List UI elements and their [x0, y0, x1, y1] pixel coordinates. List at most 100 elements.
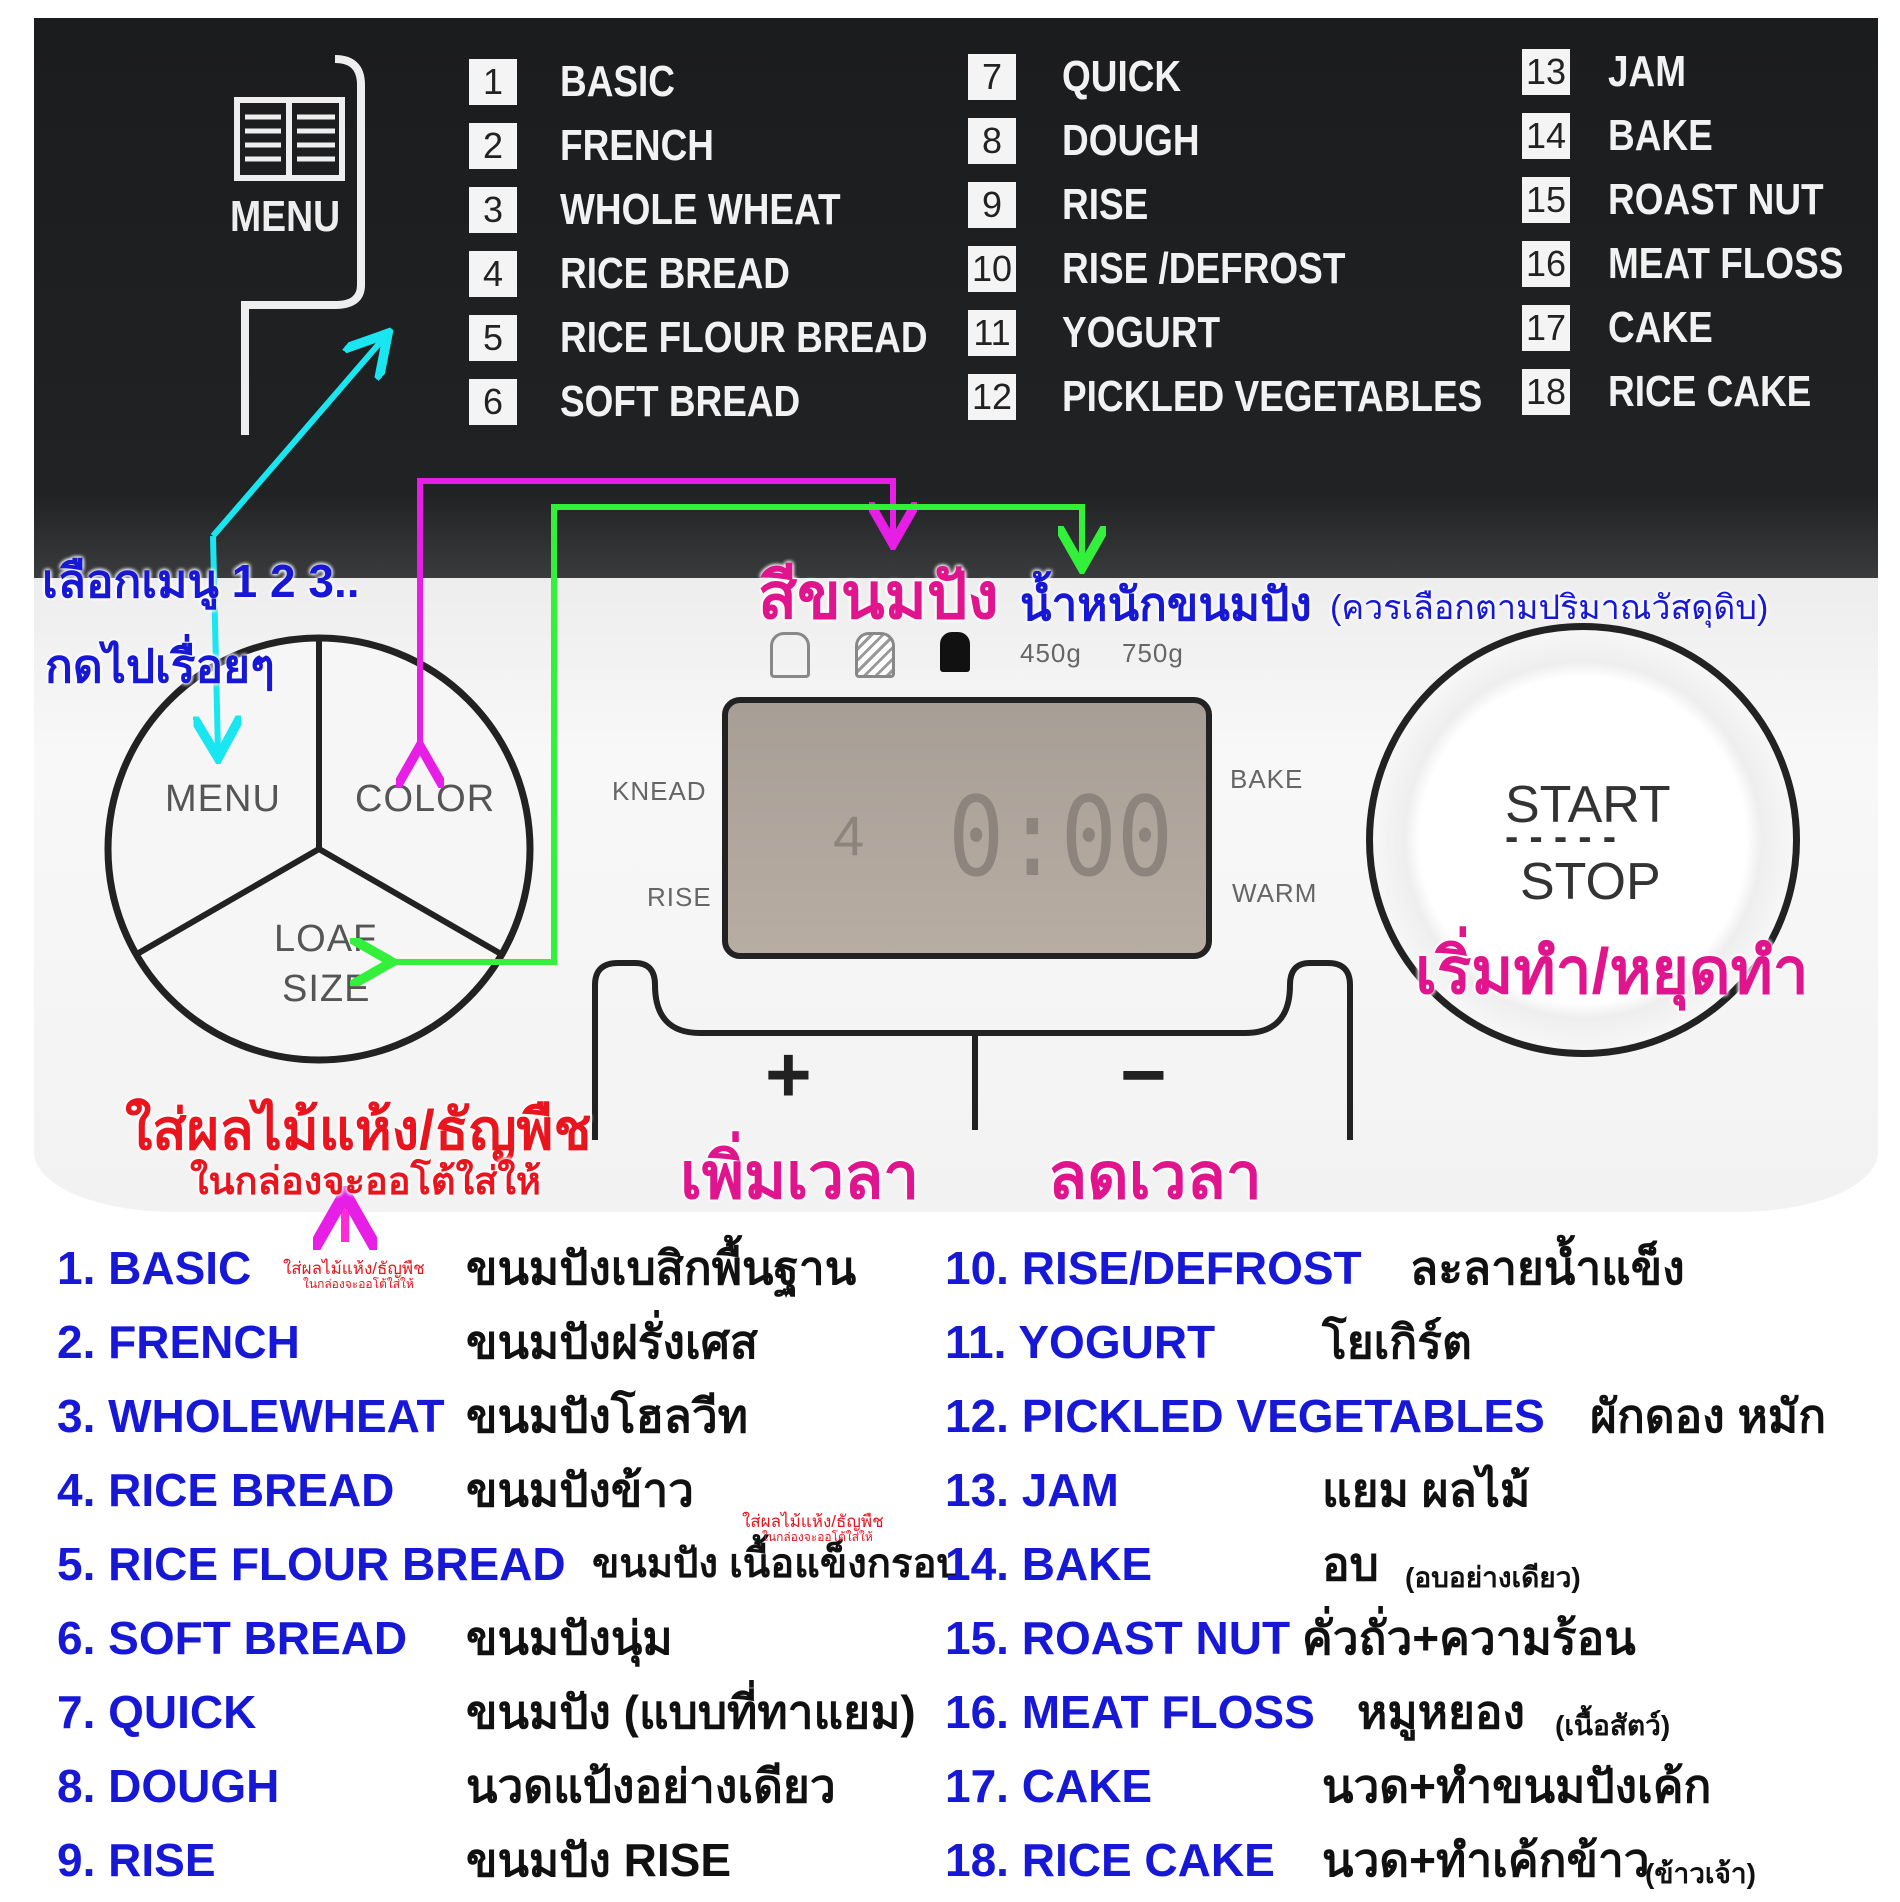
legend-fruit-note: ใส่ผลไม้แห้ง/ธัญพืช — [283, 1259, 425, 1278]
annotation-press-repeatedly: กดไปเรื่อยๆ — [45, 640, 275, 692]
annotation-arrows — [0, 0, 1900, 1300]
legend-description: แยม ผลไม้ — [1322, 1464, 1531, 1516]
legend-program-name: 6. SOFT BREAD — [57, 1612, 408, 1664]
legend-description: โยเกิร์ต — [1322, 1316, 1472, 1368]
legend-program-name: 7. QUICK — [57, 1686, 257, 1738]
legend-description: ละลายน้ำแข็ง — [1410, 1242, 1685, 1294]
program-number-box: 6 — [469, 379, 517, 425]
stage-bake: BAKE — [1230, 764, 1304, 794]
menu-icon-label: MENU — [230, 192, 341, 241]
legend-description: ขนมปัง (แบบที่ทาแยม) — [466, 1686, 916, 1738]
legend-note: (ข้าวเจ้า) — [1645, 1858, 1756, 1889]
green-arrow — [386, 504, 1082, 962]
menu-button[interactable]: MENU — [165, 778, 281, 820]
program-name: FRENCH — [560, 121, 714, 170]
annotation-select-menu: เลือกเมนู 1 2 3.. — [42, 555, 360, 607]
annotation-weight-note: (ควรเลือกตามปริมาณวัสดุดิบ) — [1330, 589, 1769, 627]
program-number-box: 2 — [469, 123, 517, 169]
legend-description: ผักดอง หมัก — [1590, 1390, 1827, 1442]
weight-750: 750g — [1122, 638, 1184, 668]
program-number-box: 1 — [469, 59, 517, 105]
legend-row: 13. JAM แยม ผลไม้ — [945, 1462, 1530, 1518]
program-number-box: 16 — [1522, 241, 1570, 287]
program-number-box: 10 — [968, 246, 1016, 292]
legend-row: 10. RISE/DEFROST ละลายน้ำแข็ง — [945, 1240, 1685, 1296]
legend-program-name: 3. WHOLEWHEAT — [57, 1390, 445, 1442]
legend-description: ขนมปังฝรั่งเศส — [466, 1316, 758, 1368]
legend-description: ขนมปังนุ่ม — [466, 1612, 673, 1664]
legend-program-name: 2. FRENCH — [57, 1316, 300, 1368]
program-name: RICE FLOUR BREAD — [560, 313, 928, 362]
legend-description: ขนมปังข้าว — [466, 1464, 694, 1516]
start-stop-button[interactable] — [1366, 623, 1800, 1057]
legend-row: 5. RICE FLOUR BREAD ขนมปัง เนื้อแข็งกรอบ — [57, 1536, 962, 1592]
legend-program-name: 17. CAKE — [945, 1760, 1153, 1812]
legend-program-name: 8. DOUGH — [57, 1760, 280, 1812]
annotation-reduce-time: ลดเวลา — [1048, 1140, 1262, 1212]
legend-description: ขนมปัง เนื้อแข็งกรอบ — [592, 1542, 962, 1586]
start-label: START — [1505, 776, 1671, 834]
annotation-add-time: เพิ่มเวลา — [680, 1140, 920, 1212]
program-number-box: 17 — [1522, 305, 1570, 351]
plus-button[interactable]: + — [765, 1030, 812, 1119]
legend-row: 12. PICKLED VEGETABLES ผักดอง หมัก — [945, 1388, 1826, 1444]
legend-description: ขนมปัง RISE — [466, 1834, 732, 1886]
program-number-box: 3 — [469, 187, 517, 233]
program-name: ROAST NUT — [1608, 175, 1824, 224]
program-number-box: 15 — [1522, 177, 1570, 223]
legend-description: ขนมปังโฮลวีท — [466, 1390, 748, 1442]
legend-row: 7. QUICK ขนมปัง (แบบที่ทาแยม) — [57, 1684, 916, 1740]
legend-fruit-note: ใส่ผลไม้แห้ง/ธัญพืช — [742, 1512, 884, 1531]
program-number-box: 12 — [968, 374, 1016, 420]
program-name: RISE — [1062, 180, 1149, 229]
program-name: QUICK — [1062, 52, 1182, 101]
program-name: YOGURT — [1062, 308, 1221, 357]
legend-row: 9. RISE ขนมปัง RISE — [57, 1832, 731, 1888]
legend-program-name: 5. RICE FLOUR BREAD — [57, 1538, 566, 1590]
legend-program-name: 18. RICE CAKE — [945, 1834, 1275, 1886]
legend-program-name: 15. ROAST NUT — [945, 1612, 1291, 1664]
program-name: CAKE — [1608, 303, 1713, 352]
program-name: RISE /DEFROST — [1062, 244, 1346, 293]
program-number-box: 4 — [469, 251, 517, 297]
program-name: SOFT BREAD — [560, 377, 801, 426]
legend-row: 6. SOFT BREAD ขนมปังนุ่ม — [57, 1610, 673, 1666]
legend-row: 8. DOUGH นวดแป้งอย่างเดียว — [57, 1758, 836, 1814]
legend-program-name: 14. BAKE — [945, 1538, 1153, 1590]
program-name: RICE BREAD — [560, 249, 790, 298]
minus-button[interactable]: − — [1120, 1030, 1167, 1119]
annotation-bread-color: สีขนมปัง — [758, 560, 999, 632]
legend-program-name: 9. RISE — [57, 1834, 216, 1886]
program-number-box: 8 — [968, 118, 1016, 164]
legend-program-name: 13. JAM — [945, 1464, 1119, 1516]
legend-program-name: 1. BASIC — [57, 1242, 252, 1294]
program-number-box: 13 — [1522, 49, 1570, 95]
legend-description: นวด+ทำขนมปังเค้ก — [1322, 1760, 1712, 1812]
program-name: RICE CAKE — [1608, 367, 1812, 416]
program-name: BAKE — [1608, 111, 1713, 160]
legend-program-name: 10. RISE/DEFROST — [945, 1242, 1362, 1294]
legend-row: 1. BASIC ขนมปังเบสิกพื้นฐาน — [57, 1240, 856, 1296]
legend-program-name: 16. MEAT FLOSS — [945, 1686, 1315, 1738]
program-name: WHOLE WHEAT — [560, 185, 841, 234]
legend-description: หมูหยอง — [1357, 1686, 1526, 1738]
program-number-box: 18 — [1522, 369, 1570, 415]
program-number-box: 14 — [1522, 113, 1570, 159]
program-number-box: 7 — [968, 54, 1016, 100]
legend-description: นวดแป้งอย่างเดียว — [466, 1760, 836, 1812]
cyan-arrow — [213, 338, 384, 752]
legend-row: 3. WHOLEWHEAT ขนมปังโฮลวีท — [57, 1388, 748, 1444]
start-stop-divider: - - - - - — [1505, 815, 1617, 859]
legend-program-name: 12. PICKLED VEGETABLES — [945, 1390, 1545, 1442]
annotation-add-fruit: ใส่ผลไม้แห้ง/ธัญพืช — [125, 1098, 592, 1161]
program-name: BASIC — [560, 57, 676, 106]
legend-fruit-note: ในกล่องจะออโต้ใส่ให้ — [762, 1530, 873, 1544]
stage-warm: WARM — [1232, 878, 1318, 908]
legend-description: ขนมปังเบสิกพื้นฐาน — [466, 1242, 857, 1294]
